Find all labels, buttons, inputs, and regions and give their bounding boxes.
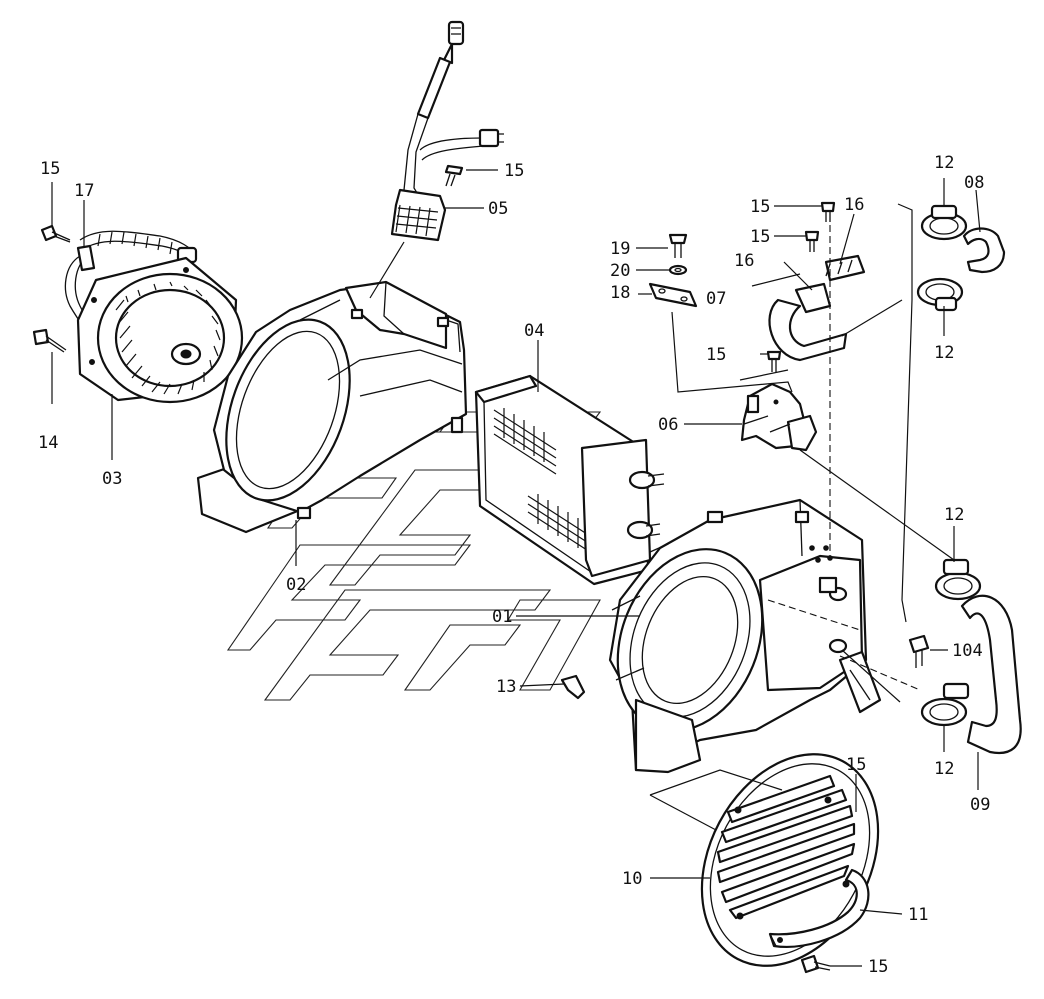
callout-18: 18 bbox=[610, 283, 630, 303]
main-case bbox=[608, 498, 882, 774]
callout-12-lower: 12 bbox=[934, 759, 954, 779]
callout-13: 13 bbox=[496, 677, 516, 697]
callout-03: 03 bbox=[102, 469, 122, 489]
callout-15-mid-right: 15 bbox=[750, 227, 770, 247]
wire-harness bbox=[390, 20, 504, 242]
hose-clamps bbox=[916, 204, 982, 727]
callout-labels: 01 02 03 04 05 06 07 08 09 10 11 12 12 1… bbox=[38, 153, 990, 977]
callout-06: 06 bbox=[658, 415, 678, 435]
callout-12-middle: 12 bbox=[944, 505, 964, 525]
callout-19: 19 bbox=[610, 239, 630, 259]
blower-housing bbox=[196, 280, 468, 534]
clip bbox=[560, 674, 586, 700]
callout-20: 20 bbox=[610, 261, 630, 281]
callout-15-harness: 15 bbox=[504, 161, 524, 181]
callout-07: 07 bbox=[706, 289, 726, 309]
water-valve bbox=[740, 382, 818, 452]
heater-core bbox=[474, 374, 665, 586]
callout-15-left: 15 bbox=[40, 159, 60, 179]
callout-15-top-right: 15 bbox=[750, 197, 770, 217]
callout-01: 01 bbox=[492, 607, 512, 627]
bracket bbox=[648, 282, 698, 308]
callout-12-top: 12 bbox=[934, 153, 954, 173]
callout-05: 05 bbox=[488, 199, 508, 219]
callout-02: 02 bbox=[286, 575, 306, 595]
hose-08 bbox=[962, 227, 1006, 274]
callout-09: 09 bbox=[970, 795, 990, 815]
guard bbox=[768, 868, 870, 948]
assembly-lines bbox=[649, 203, 921, 831]
callout-17: 17 bbox=[74, 181, 94, 201]
callout-15-bottom: 15 bbox=[868, 957, 888, 977]
hose-07 bbox=[768, 254, 866, 362]
callout-10: 10 bbox=[622, 869, 642, 889]
leader-lines bbox=[51, 169, 981, 967]
callout-11: 11 bbox=[908, 905, 928, 925]
blower-motor bbox=[64, 230, 244, 404]
grille-cover bbox=[700, 753, 880, 967]
callout-08: 08 bbox=[964, 173, 984, 193]
callout-16-top: 16 bbox=[844, 195, 864, 215]
callout-15-valve: 15 bbox=[706, 345, 726, 365]
callout-16-valve: 16 bbox=[734, 251, 754, 271]
callout-104: 104 bbox=[952, 641, 983, 661]
callout-04: 04 bbox=[524, 321, 544, 341]
callout-15-grille: 15 bbox=[846, 755, 866, 775]
hose-09 bbox=[960, 594, 1022, 754]
callout-12-upper: 12 bbox=[934, 343, 954, 363]
callout-14: 14 bbox=[38, 433, 58, 453]
